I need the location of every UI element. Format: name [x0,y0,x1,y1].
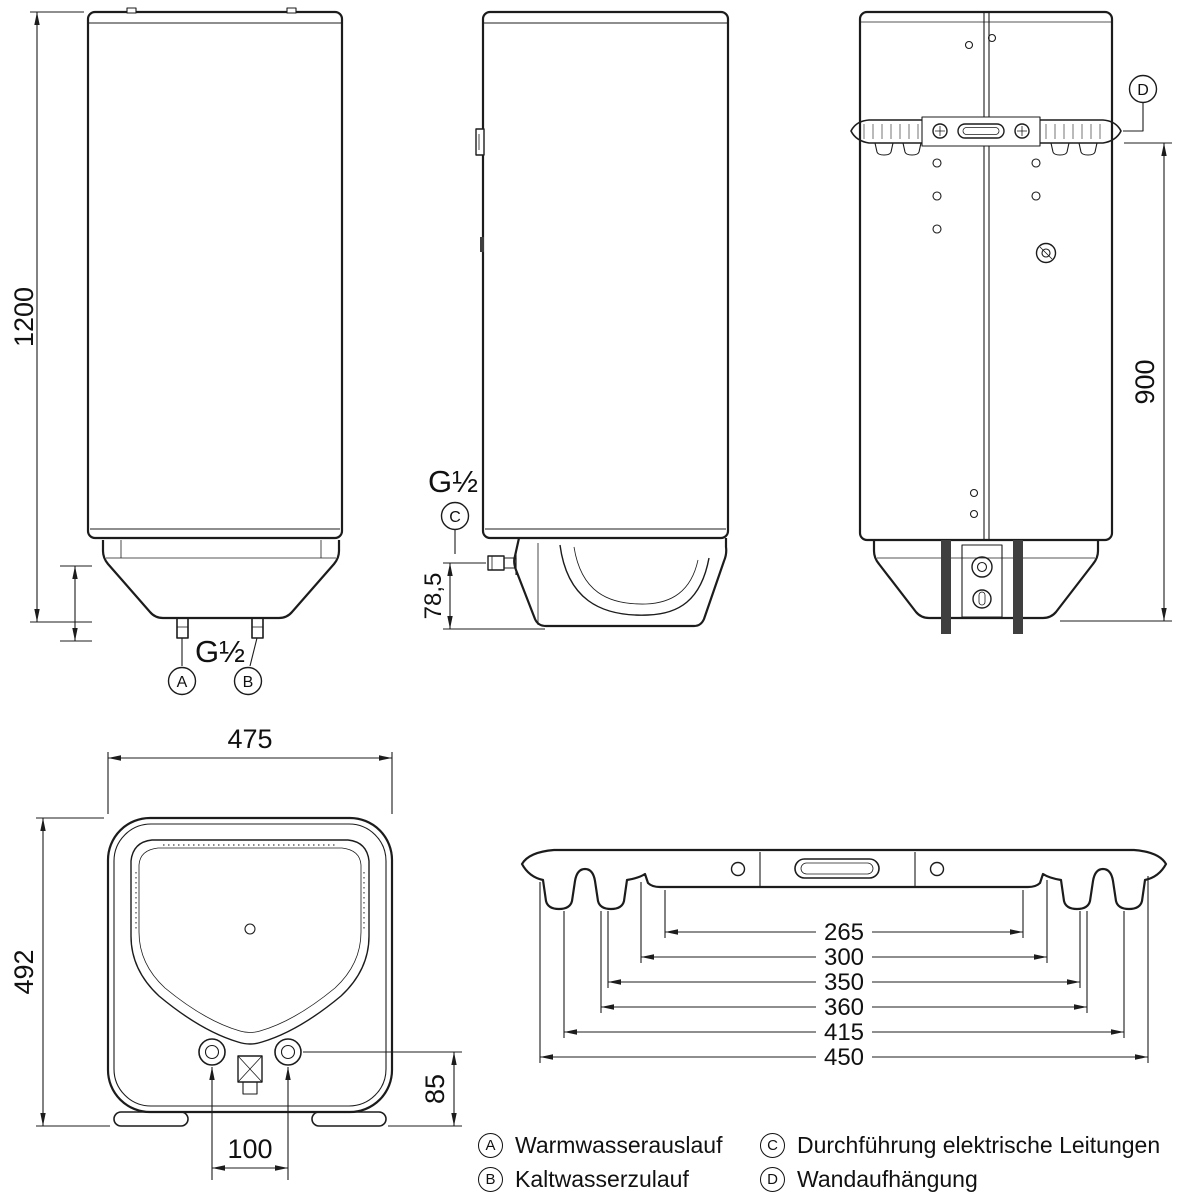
svg-text:450: 450 [824,1044,864,1071]
dim-85-label: 85 [420,1074,450,1104]
rear-body [858,10,1114,542]
legend-label-wandaufhaengung: Wandaufhängung [797,1166,978,1192]
dim-100-label: 100 [227,1134,272,1164]
bracket-detail-view: 265 300 350 360 415 [520,848,1168,1071]
dim-492-label: 492 [9,949,39,994]
callout-d-label: D [1137,82,1149,99]
rear-pipe-right [1013,540,1023,634]
front-thread-callouts: G½ A B [167,634,263,696]
bracket-extension-lines [539,876,1149,1063]
svg-text:415: 415 [824,1019,864,1046]
bracket-hole-right [929,861,945,877]
bracket-dim-265: 265 [665,919,1023,946]
callout-b-circle [233,666,263,696]
dim-78-5-label: 78,5 [420,573,447,620]
rear-wall-bracket [850,116,1122,156]
dim-top-depth: 492 [9,817,110,1127]
dim-rear-height: 900 [1060,142,1172,622]
legend-row-1: A Warmwasserauslauf C Durchführung elekt… [478,1132,1193,1159]
svg-text:360: 360 [824,994,864,1021]
bottom-connection-a [198,1038,226,1066]
dim-front-height-label: 1200 [9,287,39,347]
legend-label-durchfuehrung: Durchführung elektrische Leitungen [797,1132,1161,1158]
legend: A Warmwasserauslauf C Durchführung elekt… [478,1132,1193,1200]
dim-side-connection: 78,5 [420,562,545,630]
bottom-view: 475 492 85 100 [9,724,462,1180]
side-bracket-hook [475,128,485,156]
side-clip [480,237,484,252]
callout-d: D [1123,74,1158,132]
side-base [513,537,728,628]
svg-text:300: 300 [824,944,864,971]
bracket-dim-300: 300 [641,944,1047,971]
front-view: 1200 G½ A B [9,7,344,696]
dim-connection-spacing: 100 [209,1067,291,1180]
legend-callout-c: C [760,1133,785,1158]
bottom-center-hole [244,923,256,935]
dim-edge-offset: 85 [303,1051,462,1127]
legend-callout-b: B [478,1167,503,1192]
dim-base-unlabeled [60,565,92,642]
front-base-skirt [101,540,341,620]
hanger-tab-left [126,7,137,14]
svg-text:265: 265 [824,919,864,946]
dim-900-label: 900 [1130,359,1160,404]
callout-c-label: C [449,509,461,526]
callout-a-label: A [177,674,188,691]
side-cable-gland [487,551,517,575]
bracket-dim-360: 360 [601,994,1087,1021]
dim-top-width: 475 [107,724,393,814]
side-thread-callout: G½ C [428,464,478,554]
svg-text:350: 350 [824,969,864,996]
bottom-connection-b [274,1038,302,1066]
bottom-outline [106,816,394,1114]
legend-callout-a: A [478,1133,503,1158]
rear-base [872,540,1100,634]
bracket-dim-450: 450 [540,1044,1148,1071]
bracket-hole-left [730,861,746,877]
front-thread-label: G½ [195,634,245,669]
bottom-connections [198,1038,302,1095]
legend-label-warmwasserauslauf: Warmwasserauslauf [515,1132,723,1158]
bracket-dim-415: 415 [564,1019,1124,1046]
rear-view: D 900 [850,10,1172,634]
bottom-inner-shape [130,839,370,1045]
bracket-shape [520,848,1168,911]
dim-front-height: 1200 [9,11,92,623]
side-view: G½ C 78,5 [420,10,730,630]
callout-a-circle [167,666,197,696]
callout-d-circle [1128,74,1158,104]
bottom-feet [113,1111,387,1127]
rear-screw-fitting [1035,242,1057,264]
callout-b-label: B [243,674,254,691]
side-body [475,10,730,540]
bracket-dim-350: 350 [608,969,1080,996]
dim-475-label: 475 [227,724,272,754]
front-body [86,7,344,540]
legend-row-2: B Kaltwasserzulauf D Wandaufhängung [478,1166,1193,1193]
rear-pipe-left [941,540,951,634]
legend-callout-d: D [760,1167,785,1192]
hanger-tab-right [286,7,297,14]
bracket-slot [794,858,880,879]
side-thread-label: G½ [428,464,478,499]
legend-label-kaltwasserzulauf: Kaltwasserzulauf [515,1166,689,1192]
